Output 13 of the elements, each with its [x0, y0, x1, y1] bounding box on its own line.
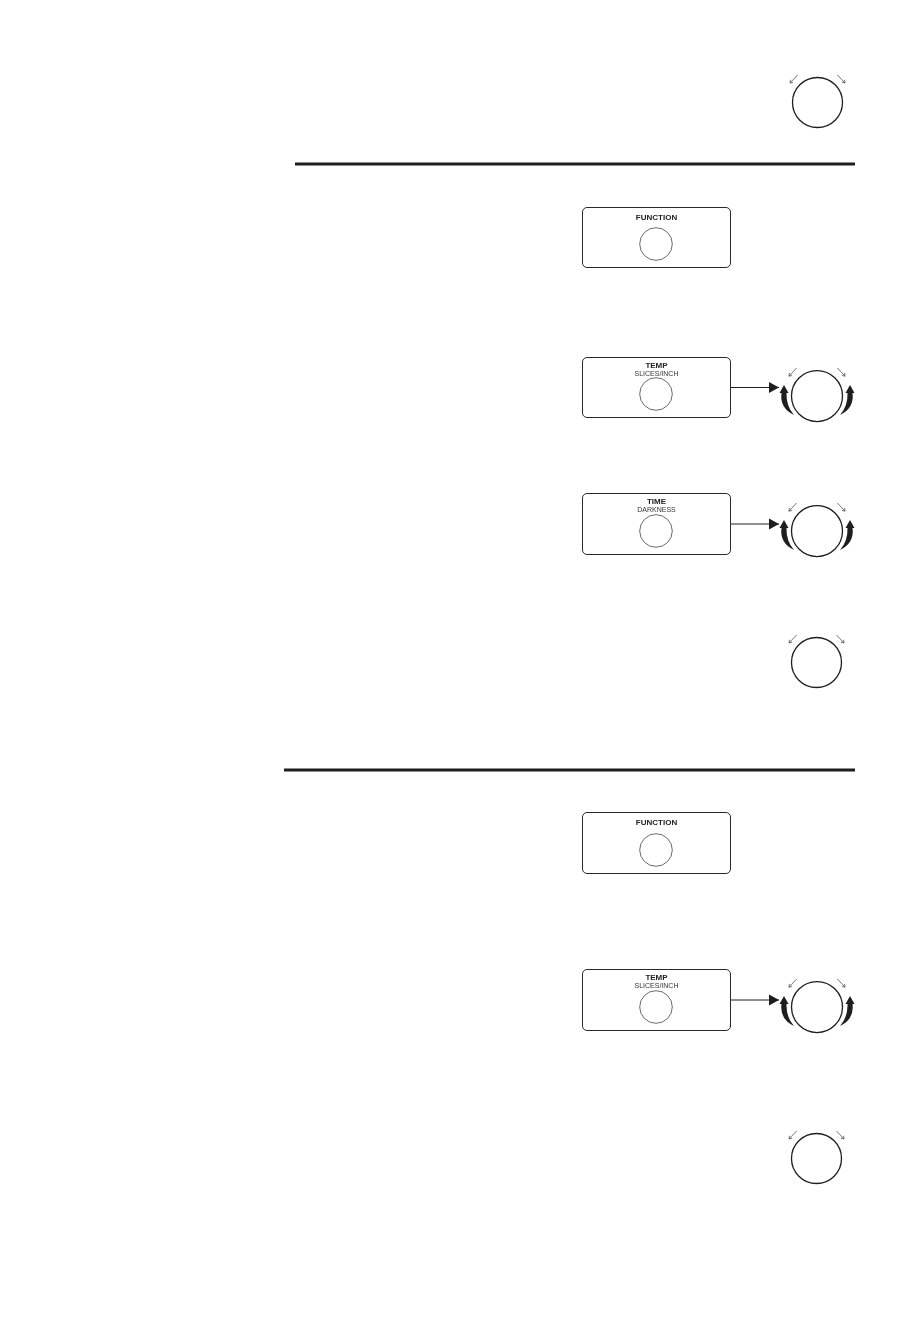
control-panel [582, 207, 731, 268]
control-label: TEMP [645, 362, 668, 370]
control-label: FUNCTION [635, 213, 678, 222]
control-panel [582, 357, 731, 418]
arrow [730, 994, 780, 1006]
control-label: TEMP [645, 974, 668, 982]
arrow [730, 518, 780, 530]
arrow [730, 382, 780, 393]
control-panel [582, 493, 731, 555]
control-label: FUNCTION [635, 818, 678, 827]
control-label: TIME [646, 498, 667, 506]
control-panel [582, 812, 731, 874]
control-panel [582, 969, 731, 1031]
